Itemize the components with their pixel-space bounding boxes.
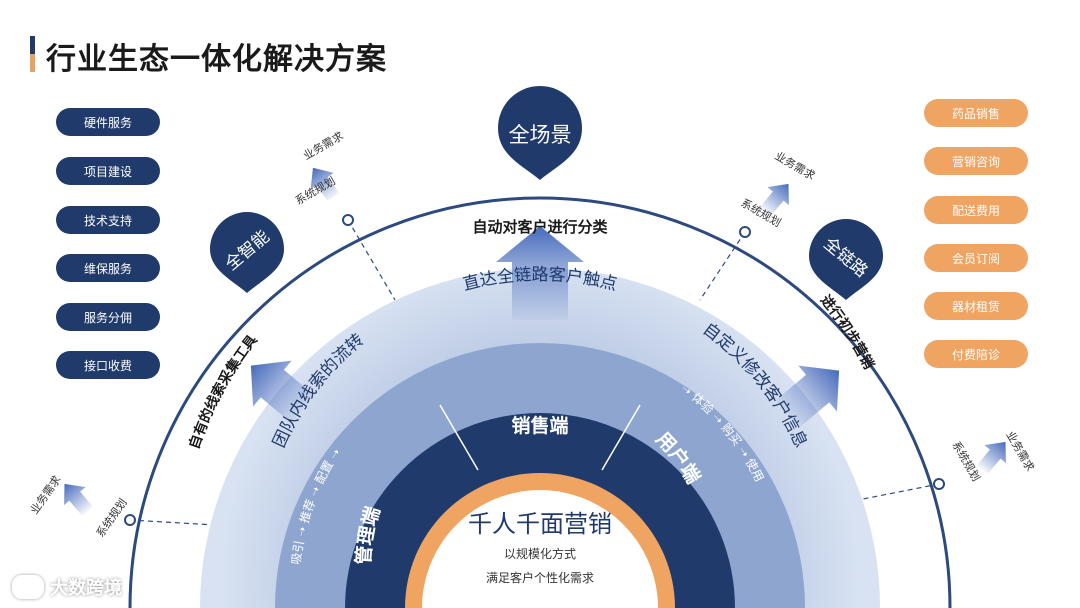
annotation-demand-right-top: 业务需求 <box>773 149 818 182</box>
node-dot-right-top <box>739 226 751 238</box>
watermark: 大数跨境 <box>12 574 122 600</box>
up-arrow-center <box>496 226 584 320</box>
node-dot-left-bottom <box>124 514 136 526</box>
flow-arrow-6: ➝ <box>735 444 754 463</box>
arrow-left <box>250 360 315 424</box>
annotation-planning-right-bottom: 系统规划 <box>949 439 983 484</box>
connector-left-bottom <box>129 519 216 526</box>
flow-arrow-4: ➝ <box>678 381 698 401</box>
left-tag-project-construction[interactable]: 项目建设 <box>56 157 160 185</box>
segment-divider-left <box>439 404 479 471</box>
pin-top-label: 全场景 <box>509 123 572 147</box>
annotation-demand-left-bottom: 业务需求 <box>28 473 64 516</box>
left-tag-hardware-service[interactable]: 硬件服务 <box>56 108 160 136</box>
outer-caption-top: 自动对客户进行分类 <box>472 218 608 236</box>
node-dot-left-top <box>342 214 354 226</box>
right-tag-drug-sales[interactable]: 药品销售 <box>924 99 1028 127</box>
flow-arrow-2: ➝ <box>307 480 325 498</box>
right-tag-paid-escort[interactable]: 付费陪诊 <box>924 340 1028 368</box>
flow-step-attract: 吸引 <box>289 539 307 565</box>
connector-left-top <box>347 219 396 301</box>
right-tag-equipment-rental[interactable]: 器材租赁 <box>924 292 1028 320</box>
right-tag-delivery-fees[interactable]: 配送费用 <box>924 196 1028 224</box>
small-arrow-right-bottom <box>976 441 1006 474</box>
small-arrow-left-top <box>310 167 340 202</box>
page-title: 行业生态一体化解决方案 <box>46 42 387 77</box>
right-tag-marketing-consulting[interactable]: 营销咨询 <box>924 147 1028 175</box>
node-dot-right-bottom <box>933 478 945 490</box>
annotation-demand-left-top: 业务需求 <box>301 129 346 162</box>
pin-right <box>809 219 883 300</box>
segment-divider-right <box>601 404 641 471</box>
annotation-demand-right-bottom: 业务需求 <box>1003 429 1036 474</box>
left-tag-api-fees[interactable]: 接口收费 <box>56 351 160 379</box>
pin-top <box>498 86 582 180</box>
outer-caption-right: 进行初步营销 <box>817 292 877 372</box>
left-tag-commission[interactable]: 服务分佣 <box>56 303 160 331</box>
core-title: 千人千面营销 <box>468 510 612 538</box>
core-circle <box>422 490 658 608</box>
watermark-logo-icon <box>12 575 44 599</box>
segment-label-sales[interactable]: 销售端 <box>511 414 568 437</box>
core-line-2: 满足客户个性化需求 <box>486 570 594 585</box>
outer-arc-line <box>128 196 952 608</box>
connector-right-bottom <box>857 483 940 501</box>
left-tag-maintenance[interactable]: 维保服务 <box>56 254 160 282</box>
pin-left <box>210 212 284 293</box>
watermark-text: 大数跨境 <box>50 578 122 599</box>
small-arrow-right-top <box>759 183 789 216</box>
arrow-right <box>775 365 840 429</box>
core-line-1: 以规模化方式 <box>504 546 576 561</box>
small-arrow-left-bottom <box>64 483 94 516</box>
right-tag-membership[interactable]: 会员订阅 <box>924 244 1028 272</box>
annotation-planning-left-bottom: 系统规划 <box>93 496 130 540</box>
connector-right-top <box>699 231 746 301</box>
title-accent-bar <box>30 36 35 72</box>
left-tag-tech-support[interactable]: 技术支持 <box>56 206 160 234</box>
